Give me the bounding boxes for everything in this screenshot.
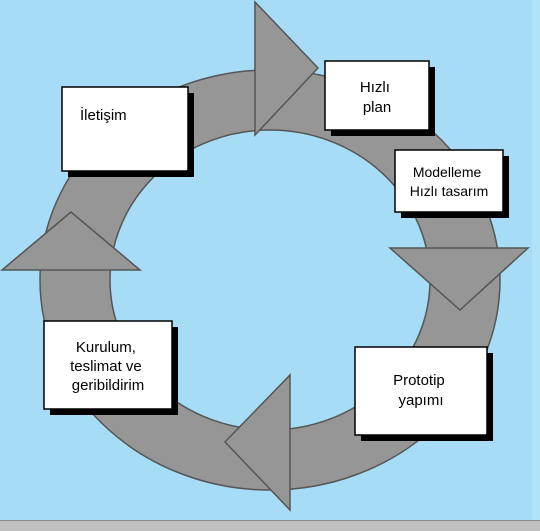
step-label-iletisim: İletişim: [80, 106, 127, 124]
step-box-iletisim: İletişim: [61, 86, 194, 177]
arrow-top-right: [254, 0, 320, 137]
step-label-kurulum: Kurulum, teslimat ve geribildirim: [70, 339, 146, 394]
step-box-kurulum: Kurulum, teslimat ve geribildirim: [43, 320, 178, 415]
step-box-modelleme: Modelleme Hızlı tasarım: [394, 149, 509, 218]
arrow-left-up: [0, 211, 143, 271]
step-label-modelleme: Modelleme Hızlı tasarım: [410, 164, 489, 199]
prototyping-cycle-diagram: İletişim Hızlı plan Modelleme Hızlı tasa…: [0, 0, 530, 512]
right-edge-strip: [532, 0, 540, 520]
arrow-bottom-left: [223, 373, 291, 512]
step-label-hizli-plan: Hızlı plan: [360, 79, 394, 116]
step-label-prototip: Prototip yapımı: [393, 372, 449, 409]
step-box-hizli-plan: Hızlı plan: [324, 60, 435, 136]
step-box-prototip: Prototip yapımı: [354, 346, 493, 441]
arrow-right-down: [388, 247, 530, 312]
bottom-status-bar: [0, 520, 540, 531]
